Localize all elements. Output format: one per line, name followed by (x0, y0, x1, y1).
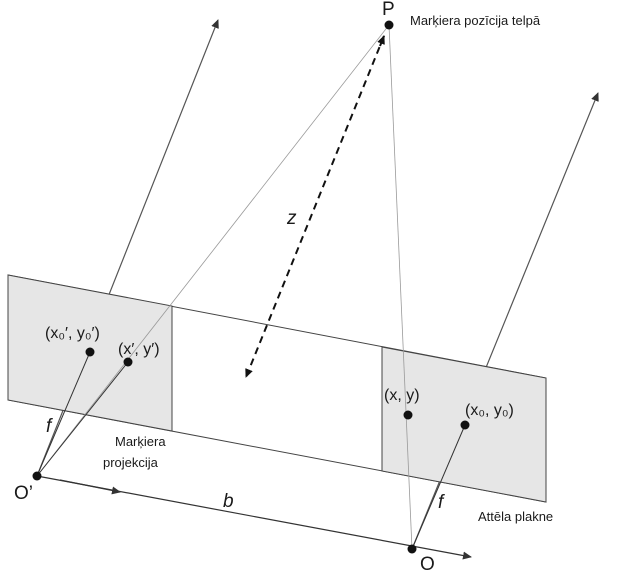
point-right-projected (403, 410, 413, 420)
label-marker-projection-2: projekcija (103, 455, 159, 470)
depth-z-arrowhead-top (377, 35, 385, 47)
point-P (384, 20, 394, 30)
label-left-projected: (x′, y′) (118, 341, 160, 358)
label-marker-position: Marķiera pozīcija telpā (410, 13, 541, 28)
label-origin-right: O (420, 554, 435, 572)
label-origin-left: O’ (14, 483, 33, 504)
label-right-principal: (x₀, y₀) (465, 402, 514, 419)
left-projection-line (36, 361, 129, 477)
point-origin-left (32, 471, 42, 481)
label-focal-left: f (46, 416, 53, 437)
baseline-mid-arrow (59, 479, 121, 495)
point-left-projected (123, 357, 133, 367)
ray-left (36, 24, 390, 477)
point-left-principal (85, 347, 95, 357)
left-focal-line (36, 351, 91, 477)
label-marker-projection-1: Marķiera (115, 434, 166, 449)
label-point-P: P (382, 0, 395, 20)
label-z: z (286, 208, 297, 229)
point-right-principal (460, 420, 470, 430)
label-baseline: b (223, 491, 234, 512)
depth-z-arrow (245, 35, 385, 378)
right-focal-line (411, 424, 466, 550)
label-right-projected: (x, y) (384, 387, 420, 404)
label-left-principal: (x₀′, y₀′) (45, 325, 100, 342)
label-image-plane: Attēla plakne (478, 509, 553, 524)
ray-right (388, 24, 413, 550)
label-focal-right: f (438, 492, 445, 513)
point-origin-right (407, 544, 417, 554)
